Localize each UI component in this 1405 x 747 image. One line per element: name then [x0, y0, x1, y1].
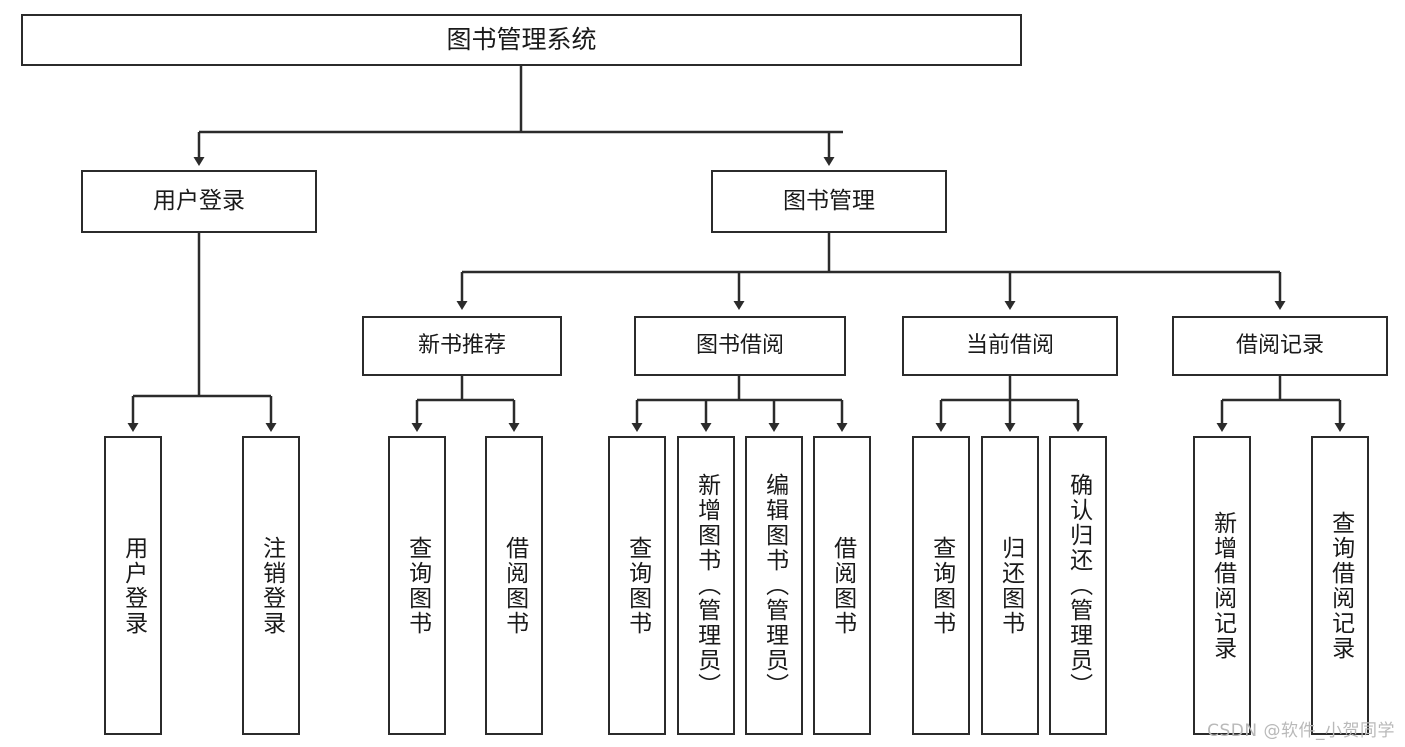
csdn-watermark: CSDN @软件_小贺同学 — [1207, 721, 1395, 741]
node-label: 归还图书 — [997, 535, 1024, 636]
leaf-return-book[interactable]: 归还图书 — [981, 436, 1039, 735]
node-label: 新书推荐 — [417, 333, 506, 359]
leaf-user-login[interactable]: 用户登录 — [104, 436, 162, 735]
leaf-borrow-book-recommend[interactable]: 借阅图书 — [485, 436, 543, 735]
leaf-query-book-borrow[interactable]: 查询图书 — [608, 436, 666, 735]
node-label: 图书管理系统 — [446, 25, 597, 55]
leaf-query-book-current[interactable]: 查询图书 — [912, 436, 970, 735]
node-label: 借阅记录 — [1235, 333, 1324, 359]
leaf-query-book-recommend[interactable]: 查询图书 — [388, 436, 446, 735]
leaf-borrow-book[interactable]: 借阅图书 — [813, 436, 871, 735]
node-label: 借阅图书 — [501, 535, 528, 636]
node-label: 查询借阅记录 — [1327, 510, 1354, 661]
leaf-add-book-admin[interactable]: 新增图书（管理员） — [677, 436, 735, 735]
leaf-add-borrow-record[interactable]: 新增借阅记录 — [1193, 436, 1251, 735]
node-label: 新增借阅记录 — [1209, 510, 1236, 661]
leaf-user-logout[interactable]: 注销登录 — [242, 436, 300, 735]
node-current-borrow[interactable]: 当前借阅 — [902, 316, 1118, 376]
leaf-edit-book-admin[interactable]: 编辑图书（管理员） — [745, 436, 803, 735]
node-label: 用户登录 — [153, 187, 245, 214]
node-label: 图书借阅 — [695, 333, 784, 359]
node-label: 用户登录 — [120, 535, 147, 636]
node-label: 新增图书（管理员） — [693, 473, 720, 698]
node-book-management[interactable]: 图书管理 — [711, 170, 947, 233]
node-user-login[interactable]: 用户登录 — [81, 170, 317, 233]
node-root-system[interactable]: 图书管理系统 — [21, 14, 1022, 66]
node-label: 编辑图书（管理员） — [761, 473, 788, 698]
node-label: 借阅图书 — [829, 535, 856, 636]
node-label: 查询图书 — [404, 535, 431, 636]
node-label: 注销登录 — [258, 535, 285, 636]
node-label: 图书管理 — [783, 187, 875, 214]
node-label: 查询图书 — [624, 535, 651, 636]
node-borrow-record[interactable]: 借阅记录 — [1172, 316, 1388, 376]
node-book-borrow[interactable]: 图书借阅 — [634, 316, 846, 376]
node-new-book-recommend[interactable]: 新书推荐 — [362, 316, 562, 376]
node-label: 确认归还（管理员） — [1065, 473, 1092, 698]
node-label: 查询图书 — [928, 535, 955, 636]
leaf-query-borrow-record[interactable]: 查询借阅记录 — [1311, 436, 1369, 735]
node-label: 当前借阅 — [965, 333, 1054, 359]
leaf-confirm-return-admin[interactable]: 确认归还（管理员） — [1049, 436, 1107, 735]
